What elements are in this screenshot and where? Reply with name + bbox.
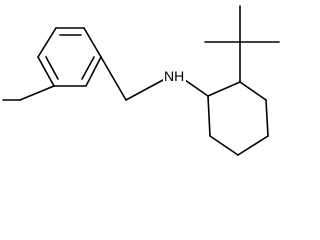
ring-bond xyxy=(265,99,269,137)
cyclohexane-ring xyxy=(207,81,269,156)
ring-bond xyxy=(207,95,211,137)
molecule-structure: NH xyxy=(2,5,280,156)
ring-bond xyxy=(207,81,241,97)
nitrogen-label: NH xyxy=(164,68,184,84)
tert-butyl-group xyxy=(204,5,280,83)
ring-bond xyxy=(209,135,239,156)
benzene-ring xyxy=(37,27,102,87)
ch2-n-bond xyxy=(125,79,164,101)
ring-bond xyxy=(237,135,269,156)
ring-bond xyxy=(239,81,267,101)
n-cyclohexyl-bond xyxy=(184,79,209,97)
ring-bond xyxy=(37,27,57,58)
ring-double-bond xyxy=(81,56,95,80)
benzyl-bond xyxy=(100,56,127,101)
ring-double-bond xyxy=(45,56,59,80)
nitrogen-label-background xyxy=(163,68,186,85)
methyl-bond xyxy=(19,85,55,101)
ring-bond xyxy=(83,27,102,58)
ring-bond xyxy=(37,56,55,87)
structure-canvas: NH xyxy=(2,5,280,156)
ring-bond xyxy=(85,56,102,87)
